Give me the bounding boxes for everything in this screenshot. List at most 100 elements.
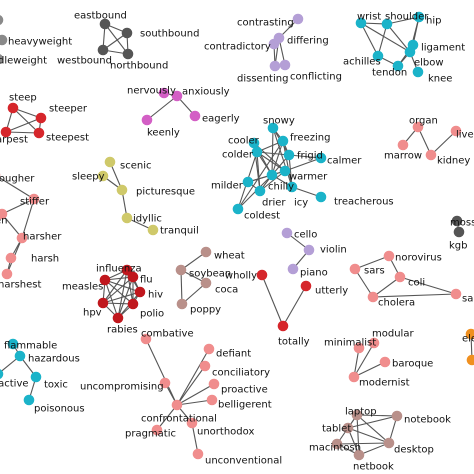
node-sars bbox=[349, 263, 361, 275]
node-ele bbox=[465, 328, 474, 340]
node-hpv bbox=[97, 297, 109, 309]
label-unconventional: unconventional bbox=[205, 456, 282, 467]
node-coldest bbox=[232, 203, 244, 215]
node-freezing bbox=[277, 135, 289, 147]
label-conflicting: conflicting bbox=[290, 72, 342, 83]
label-mossad: mossa bbox=[450, 218, 474, 229]
label-cooler: cooler bbox=[228, 136, 260, 147]
node-poppy bbox=[176, 298, 188, 310]
label-n_en: en bbox=[0, 216, 8, 227]
label-wheat: wheat bbox=[214, 251, 245, 262]
label-eastbound: eastbound bbox=[74, 11, 127, 22]
node-warmer bbox=[279, 165, 291, 177]
label-eagerly: eagerly bbox=[202, 114, 240, 125]
label-coldest: coldest bbox=[244, 211, 280, 222]
label-coli: coli bbox=[408, 278, 425, 289]
label-violin: violin bbox=[320, 245, 347, 256]
edge-liver-kidney bbox=[430, 130, 457, 156]
label-calmer: calmer bbox=[327, 156, 362, 167]
node-confrontational bbox=[171, 399, 183, 411]
node-colder bbox=[251, 146, 263, 158]
node-idyllic bbox=[121, 212, 133, 224]
edge-sars-cholera bbox=[354, 268, 374, 298]
label-laptop: laptop bbox=[345, 407, 377, 418]
node-steep bbox=[7, 102, 19, 114]
node-scenic bbox=[104, 156, 116, 168]
node-tendon bbox=[392, 60, 404, 72]
label-tablet: tablet bbox=[322, 424, 351, 435]
edge-baroque-modernist bbox=[353, 361, 386, 378]
node-harsh bbox=[5, 252, 17, 264]
label-ligament: ligament bbox=[421, 43, 465, 54]
label-anxiously: anxiously bbox=[182, 87, 230, 98]
node-northbound bbox=[122, 48, 134, 60]
node-coca bbox=[200, 277, 212, 289]
label-marrow: marrow bbox=[384, 151, 422, 162]
label-treacherous: treacherous bbox=[334, 197, 394, 208]
label-stiffer: stiffer bbox=[20, 197, 50, 208]
edge-proactive-confrontational bbox=[176, 383, 215, 406]
edge-coli-cholera bbox=[372, 276, 401, 298]
label-unorthodox: unorthodox bbox=[197, 427, 254, 438]
node-organ bbox=[412, 121, 424, 133]
label-westbound: westbound bbox=[57, 56, 112, 67]
label-toxic: toxic bbox=[44, 380, 68, 391]
node-arpest bbox=[0, 126, 12, 138]
edge-snowy-icy bbox=[272, 127, 293, 188]
label-northbound: northbound bbox=[110, 61, 168, 72]
node-cooler bbox=[248, 137, 260, 149]
label-harshest: harshest bbox=[0, 280, 41, 291]
edge-freezing-chilly bbox=[271, 140, 284, 176]
node-harsher bbox=[16, 232, 28, 244]
label-contradictory: contradictory bbox=[204, 42, 271, 53]
node-frigid bbox=[283, 149, 295, 161]
node-hiv bbox=[134, 286, 146, 298]
edge-eastbound-northbound bbox=[104, 23, 129, 55]
edge-colder-frigid bbox=[256, 151, 290, 156]
label-layer: heavyweightdleweighteastboundsouthboundw… bbox=[0, 11, 474, 473]
label-defiant: defiant bbox=[216, 349, 251, 360]
label-steepest: steepest bbox=[46, 133, 89, 144]
node-unorthodox bbox=[186, 417, 198, 429]
edge-laptop-notebook bbox=[356, 414, 398, 417]
node-oactive bbox=[0, 369, 4, 379]
edge-hiv-hpv bbox=[102, 291, 141, 304]
node-belligerent bbox=[206, 394, 218, 406]
node-sleepy bbox=[97, 170, 109, 182]
label-measles: measles bbox=[62, 282, 103, 293]
node-calmer bbox=[315, 152, 327, 164]
node-salmonella bbox=[450, 288, 462, 300]
label-tougher: tougher bbox=[0, 174, 35, 185]
label-belligerent: belligerent bbox=[218, 400, 272, 411]
label-chilly: chilly bbox=[268, 182, 294, 193]
label-harsher: harsher bbox=[23, 232, 62, 243]
node-modular bbox=[368, 337, 380, 349]
label-n1: dleweight bbox=[0, 56, 47, 67]
node-contradictory bbox=[268, 38, 280, 50]
node-n0 bbox=[0, 34, 8, 46]
label-steep: steep bbox=[9, 93, 37, 104]
node-unconventional bbox=[192, 448, 204, 460]
label-salmonella: salmone bbox=[462, 294, 474, 305]
label-warmer: warmer bbox=[289, 172, 328, 183]
edge-measles-polio bbox=[104, 279, 134, 305]
node-conflicting bbox=[279, 59, 291, 71]
label-influenza: influenza bbox=[96, 264, 142, 275]
edge-wrist-elbow bbox=[360, 22, 411, 53]
node-nervously bbox=[158, 87, 170, 99]
node-pragmatic bbox=[151, 424, 163, 436]
node-elbow bbox=[404, 46, 416, 58]
node-flu bbox=[127, 271, 139, 283]
node-dissenting bbox=[269, 60, 281, 72]
edge-anxiously-keenly bbox=[146, 95, 178, 121]
node-norovirus bbox=[383, 250, 395, 262]
label-drier: drier bbox=[262, 198, 286, 209]
label-notebook: notebook bbox=[404, 415, 451, 426]
label-rabies: rabies bbox=[107, 325, 138, 336]
edge-utterly-totally bbox=[282, 285, 307, 327]
node-treacherous bbox=[315, 191, 327, 203]
edge-defiant-confrontational bbox=[176, 348, 210, 406]
edge-combative-confrontational bbox=[145, 338, 178, 406]
label-achilles: achilles bbox=[343, 57, 381, 68]
node-utterly bbox=[300, 280, 312, 292]
